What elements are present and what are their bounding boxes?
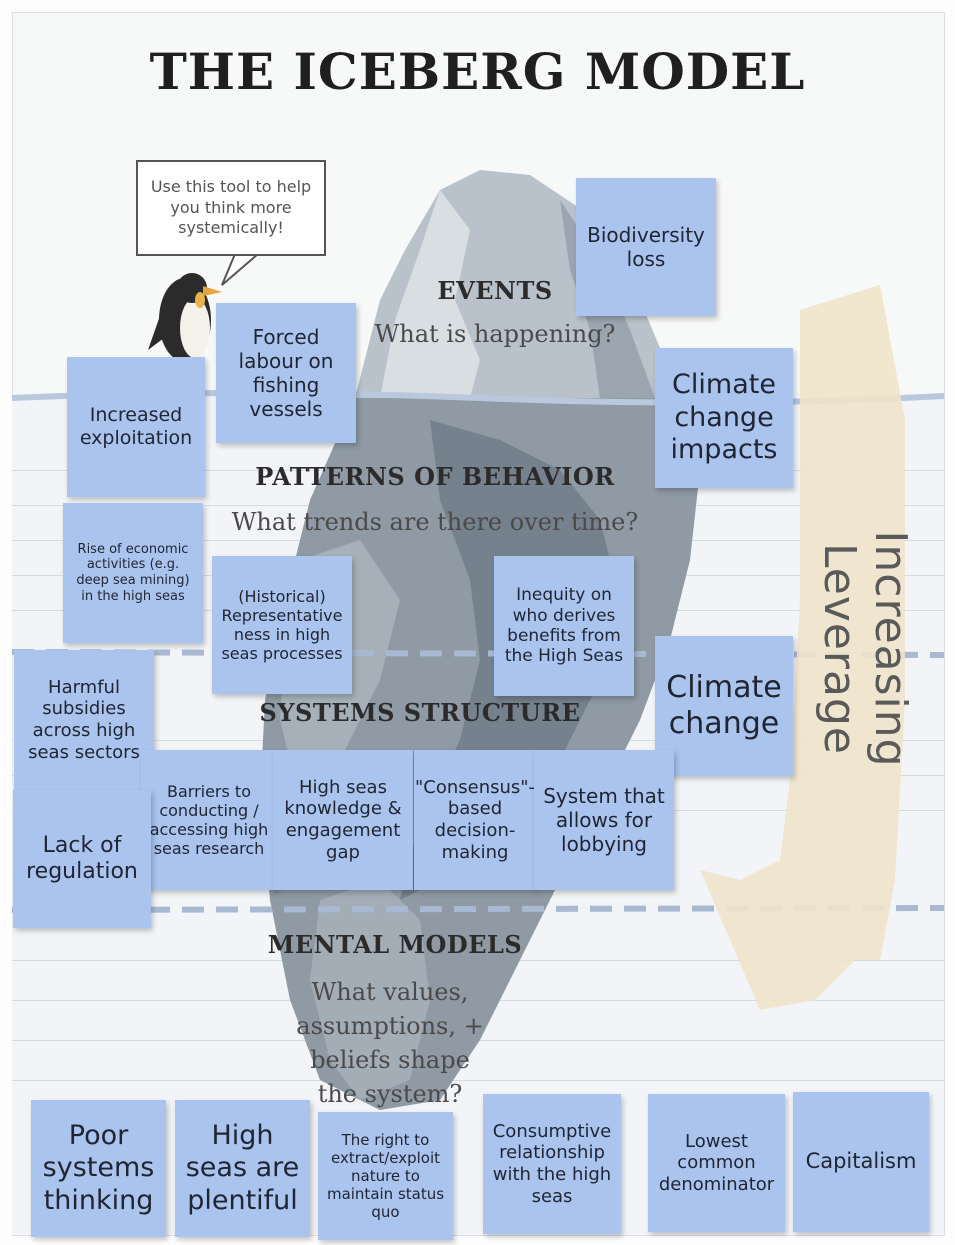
note-harmful-subsidies[interactable]: Harmful subsidies across high seas secto… xyxy=(14,650,154,790)
events-heading: EVENTS xyxy=(437,276,553,305)
mental-question: What values, assumptions, + beliefs shap… xyxy=(275,975,505,1111)
iceberg-base xyxy=(310,880,430,1100)
patterns-heading: PATTERNS OF BEHAVIOR xyxy=(255,462,615,491)
patterns-question: What trends are there over time? xyxy=(231,508,639,536)
note-lowest-common[interactable]: Lowest common denominator xyxy=(648,1094,785,1232)
page-title: THE ICEBERG MODEL xyxy=(149,42,806,101)
speech-tail xyxy=(221,253,259,286)
note-economic-activities[interactable]: Rise of economic activities (e.g. deep s… xyxy=(63,503,203,643)
events-question: What is happening? xyxy=(374,320,616,348)
leverage-arrow xyxy=(700,285,905,1010)
rule-line xyxy=(12,1080,944,1081)
leverage-label: Increasing Leverage xyxy=(814,530,916,768)
note-forced-labour[interactable]: Forced labour on fishing vessels xyxy=(216,303,356,443)
patterns-boundary xyxy=(11,649,945,658)
structure-heading: SYSTEMS STRUCTURE xyxy=(259,698,581,727)
note-consensus[interactable]: "Consensus"-based decision-making xyxy=(414,750,536,890)
note-plentiful[interactable]: High seas are plentiful xyxy=(175,1100,310,1237)
structure-boundary xyxy=(11,905,945,913)
mental-question-line: What values, xyxy=(311,978,469,1006)
note-lack-regulation[interactable]: Lack of regulation xyxy=(13,790,151,928)
note-right-to-extract[interactable]: The right to extract/exploit nature to m… xyxy=(318,1112,453,1240)
note-poor-systems[interactable]: Poor systems thinking xyxy=(31,1100,166,1237)
note-capitalism[interactable]: Capitalism xyxy=(793,1092,929,1232)
note-lobbying[interactable]: System that allows for lobbying xyxy=(534,750,674,890)
note-representativeness[interactable]: (Historical) Representative ness in high… xyxy=(212,556,352,694)
note-barriers[interactable]: Barriers to conducting / accessing high … xyxy=(141,750,277,890)
speech-bubble: Use this tool to help you think more sys… xyxy=(136,160,326,256)
note-climate-change[interactable]: Climate change xyxy=(655,636,793,776)
note-biodiversity[interactable]: Biodiversity loss xyxy=(576,178,716,316)
note-climate-impacts[interactable]: Climate change impacts xyxy=(655,348,793,488)
iceberg-highlight xyxy=(380,190,480,398)
note-consumptive[interactable]: Consumptive relationship with the high s… xyxy=(483,1094,621,1234)
mental-question-line: assumptions, + xyxy=(296,1012,484,1040)
note-increased-exploitation[interactable]: Increased exploitation xyxy=(67,357,205,497)
penguin-icon xyxy=(148,273,222,362)
mental-question-line: the system? xyxy=(317,1080,463,1108)
note-knowledge-gap[interactable]: High seas knowledge & engagement gap xyxy=(273,750,413,890)
mental-heading: MENTAL MODELS xyxy=(267,930,523,959)
mental-question-line: beliefs shape xyxy=(310,1046,470,1074)
note-inequity[interactable]: Inequity on who derives benefits from th… xyxy=(494,556,634,696)
